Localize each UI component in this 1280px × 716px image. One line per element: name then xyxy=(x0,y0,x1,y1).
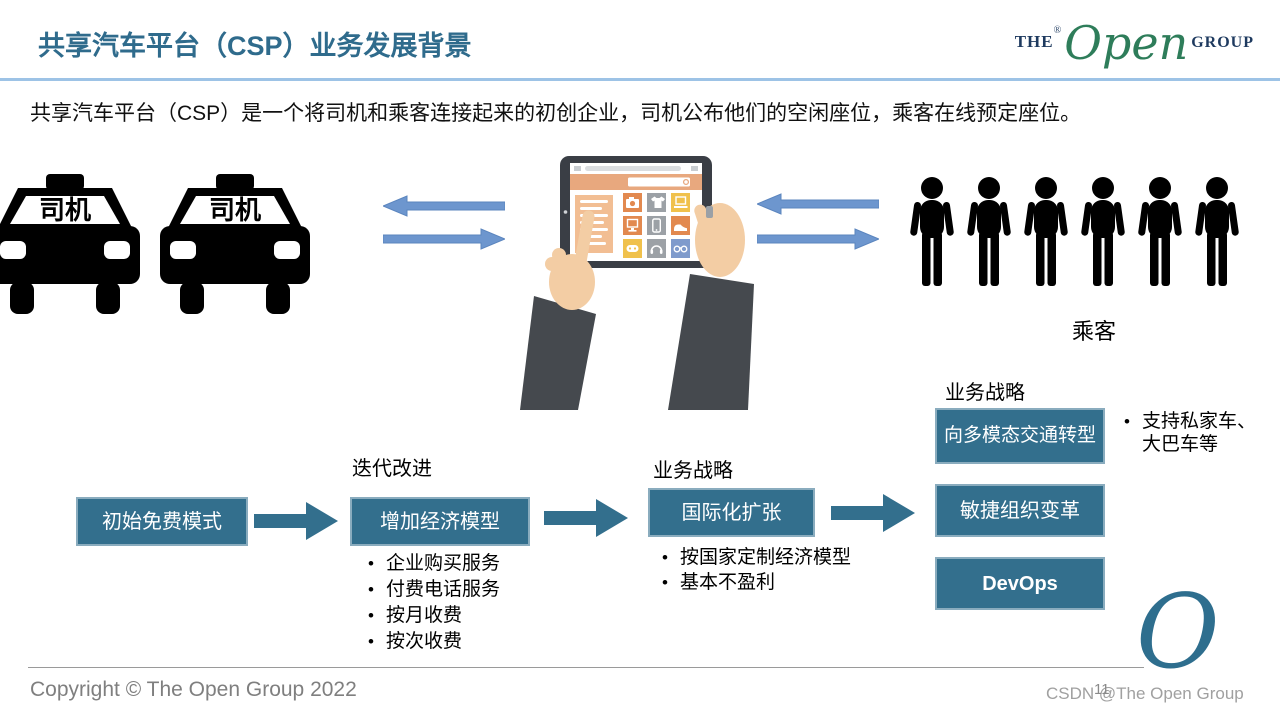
person-icon xyxy=(1195,177,1239,286)
person-icon xyxy=(1138,177,1182,286)
flow-box-add-economic-model: 增加经济模型 xyxy=(350,497,530,546)
list-item: •支持私家车、大巴车等 xyxy=(1112,410,1270,456)
copyright-text: Copyright © The Open Group 2022 xyxy=(30,678,357,701)
app-tile-gamepad-icon xyxy=(623,239,642,258)
bullet-dot: • xyxy=(662,573,668,592)
person-icon xyxy=(967,177,1011,286)
title-underline xyxy=(0,78,1280,81)
driver-label: 司机 xyxy=(39,195,91,225)
flow-arrow-icon xyxy=(254,502,338,540)
logo-group: GROUP xyxy=(1191,34,1254,51)
person-icon xyxy=(910,177,954,286)
flow-box-initial-free-model: 初始免费模式 xyxy=(76,497,248,546)
list-item: •付费电话服务 xyxy=(356,577,500,603)
app-tile-monitor-icon xyxy=(623,216,642,235)
footer-divider xyxy=(28,667,1144,668)
stage2-label: 迭代改进 xyxy=(352,458,432,480)
arrow-right-icon xyxy=(757,228,879,250)
app-tile-glasses-icon xyxy=(671,239,690,258)
list-item: •按次收费 xyxy=(356,629,500,655)
bullet-dot: • xyxy=(1124,412,1130,431)
logo-open: Open xyxy=(1064,16,1189,70)
stage3-bullet-list: •按国家定制经济模型 •基本不盈利 xyxy=(650,545,851,595)
page-number: 11 xyxy=(1094,681,1110,698)
driver-label: 司机 xyxy=(209,195,261,225)
tablet-in-hands-illustration xyxy=(520,156,754,410)
stage2-bullet-list: •企业购买服务 •付费电话服务 •按月收费 •按次收费 xyxy=(356,551,500,655)
stage4-bullet-list: •支持私家车、大巴车等 xyxy=(1112,410,1270,456)
arrow-left-icon xyxy=(757,193,879,215)
flow-box-multimodal-transform: 向多模态交通转型 xyxy=(935,408,1105,464)
app-tile-headphones-icon xyxy=(647,239,666,258)
list-item: •基本不盈利 xyxy=(650,570,851,595)
flow-box-devops: DevOps xyxy=(935,557,1105,610)
logo-the: THE xyxy=(1014,32,1054,51)
bullet-dot: • xyxy=(368,606,374,625)
flow-arrow-icon xyxy=(544,499,628,537)
left-hand xyxy=(545,210,595,310)
stage3-label: 业务战略 xyxy=(653,460,733,482)
list-item: •按国家定制经济模型 xyxy=(650,545,851,570)
app-tile-laptop-icon xyxy=(671,193,690,212)
app-tile-tshirt-icon xyxy=(647,193,666,212)
arrow-right-icon xyxy=(383,228,505,250)
bullet-dot: • xyxy=(368,554,374,573)
registered-mark: ® xyxy=(1053,25,1062,36)
right-hand xyxy=(694,203,745,277)
csdn-watermark: CSDN @The Open Group xyxy=(1046,684,1244,703)
person-icon xyxy=(1081,177,1125,286)
open-group-o-mark: O xyxy=(1136,573,1220,692)
app-tile-phone-icon xyxy=(647,216,666,235)
list-item: •企业购买服务 xyxy=(356,551,500,577)
page-title: 共享汽车平台（CSP）业务发展背景 xyxy=(38,31,472,61)
passenger-group xyxy=(909,176,1240,300)
bullet-dot: • xyxy=(368,632,374,651)
bullet-dot: • xyxy=(368,580,374,599)
list-item: •按月收费 xyxy=(356,603,500,629)
app-tile-shoe-icon xyxy=(671,216,690,235)
flow-arrow-icon xyxy=(831,494,915,532)
flow-box-international-expansion: 国际化扩张 xyxy=(648,488,815,537)
taxi-icon: 司机 xyxy=(0,174,140,314)
flow-box-agile-org-change: 敏捷组织变革 xyxy=(935,484,1105,537)
passenger-label: 乘客 xyxy=(1072,319,1117,344)
taxi-icon: 司机 xyxy=(160,174,310,314)
bullet-dot: • xyxy=(662,548,668,567)
person-icon xyxy=(1024,177,1068,286)
stage4-label: 业务战略 xyxy=(945,382,1025,404)
arrow-left-icon xyxy=(383,195,505,217)
app-tile-camera-icon xyxy=(623,193,642,212)
intro-text: 共享汽车平台（CSP）是一个将司机和乘客连接起来的初创企业，司机公布他们的空闲座… xyxy=(30,102,1082,125)
